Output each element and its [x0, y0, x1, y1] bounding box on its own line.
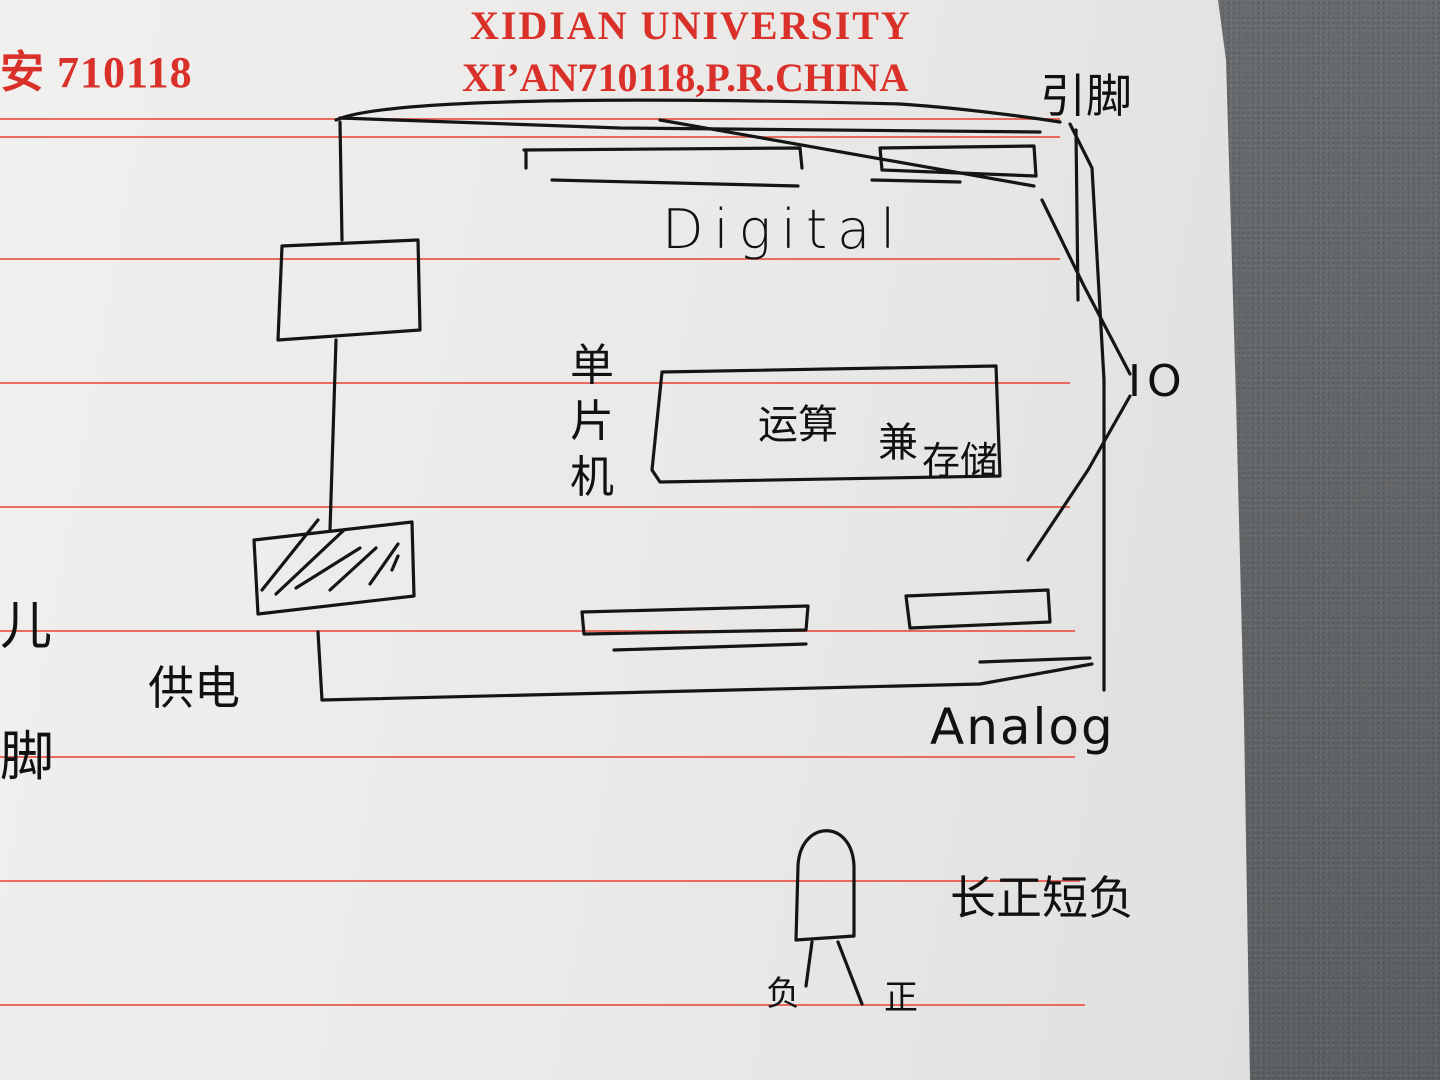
- ruled-line: [0, 880, 1080, 882]
- digital-header-right: [878, 144, 1038, 178]
- io-leader-bottom: [1026, 394, 1132, 562]
- analog-header-left: [580, 604, 810, 636]
- led-leg-positive: [836, 940, 864, 1006]
- digital-header-left: [522, 146, 804, 170]
- io-leader-pin: [1074, 128, 1080, 302]
- mcu-chip-box: [650, 364, 1002, 484]
- digital-header-right-bottom: [870, 178, 962, 184]
- crossing-wire: [658, 118, 1036, 188]
- ruled-line: [0, 506, 1070, 508]
- regulator-to-battery-wire: [328, 338, 338, 532]
- ruled-line: [0, 258, 1060, 260]
- ruled-line: [0, 382, 1070, 384]
- led-leg-negative: [804, 940, 814, 988]
- bottom-power-wire: [316, 630, 1094, 702]
- analog-label: Analog: [930, 698, 1115, 756]
- letterhead-address: XI’AN710118,P.R.CHINA: [462, 55, 909, 100]
- left-margin-fragment: 脚: [0, 725, 54, 788]
- power-supply-label: 供电: [148, 661, 240, 715]
- io-bracket-line: [1068, 122, 1106, 692]
- letterhead-postcode: 安 710118: [0, 48, 193, 97]
- ruled-line: [0, 118, 1060, 120]
- top-wire: [334, 98, 1062, 124]
- ruled-line: [0, 630, 1075, 632]
- and-label: 兼: [878, 420, 918, 466]
- mcu-label: 单片机: [570, 340, 614, 503]
- top-wire-return: [338, 116, 1042, 134]
- analog-return-wire: [978, 656, 1092, 664]
- led-body: [794, 829, 856, 942]
- analog-header-left-bottom: [612, 642, 808, 652]
- led-polarity-rule-label: 长正短负: [950, 871, 1134, 925]
- led-positive-label: 正: [884, 978, 918, 1018]
- ruled-line: [0, 136, 1060, 138]
- pins-label: 引脚: [1040, 69, 1132, 123]
- battery-box: [252, 520, 416, 616]
- io-label: IO: [1128, 356, 1188, 407]
- storage-label: 存储: [922, 439, 999, 483]
- letterhead-university-name: XIDIAN UNIVERSITY: [470, 3, 912, 48]
- ruled-line: [0, 1004, 1085, 1006]
- left-margin-fragment: 儿: [0, 597, 53, 657]
- ruled-line: [0, 756, 1075, 758]
- power-wire-vertical: [338, 120, 344, 242]
- analog-header-right: [904, 588, 1052, 630]
- io-leader-top: [1040, 198, 1132, 376]
- digital-label: Digital: [662, 198, 906, 261]
- led-negative-label: 负: [766, 974, 800, 1014]
- compute-label: 运算: [758, 402, 838, 448]
- battery-hatch: [260, 518, 400, 596]
- digital-header-left-bottom: [550, 178, 800, 188]
- regulator-box: [276, 238, 422, 342]
